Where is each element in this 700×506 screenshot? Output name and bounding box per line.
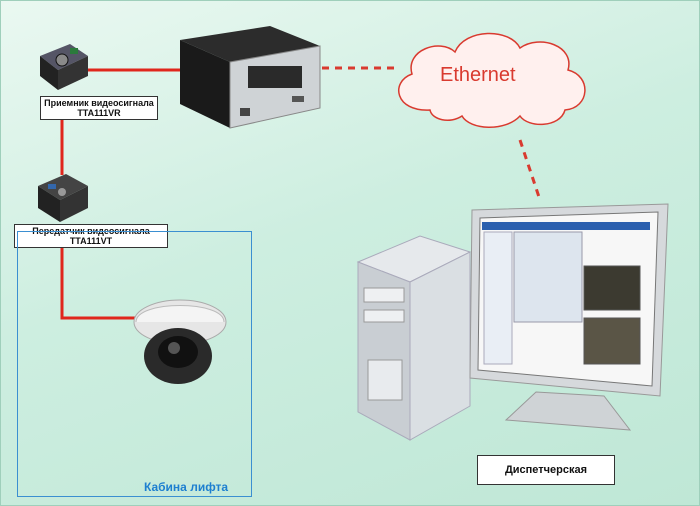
video-recorder-icon [180, 26, 321, 129]
dispatch-label: Диспетчерская [477, 455, 615, 485]
transmitter-model-text: TTA111VT [69, 236, 113, 246]
computer-tower-icon [356, 235, 472, 441]
receiver-label: Приемник видеосигнала TTA111VR [40, 96, 158, 120]
cloud-icon [398, 32, 586, 128]
video-transmitter-icon [38, 174, 88, 222]
receiver-model-text: TTA111VR [77, 108, 121, 118]
dome-camera-icon [133, 299, 227, 384]
cabin-frame [17, 231, 252, 497]
receiver-label-text: Приемник видеосигнала [44, 98, 154, 108]
dispatch-label-text: Диспетчерская [504, 464, 588, 476]
video-receiver-icon [40, 44, 88, 90]
cabin-label: Кабина лифта [144, 480, 229, 494]
network-dashed-lines [322, 66, 542, 201]
ethernet-label: Ethernet [440, 64, 516, 86]
monitor-icon [469, 203, 669, 431]
